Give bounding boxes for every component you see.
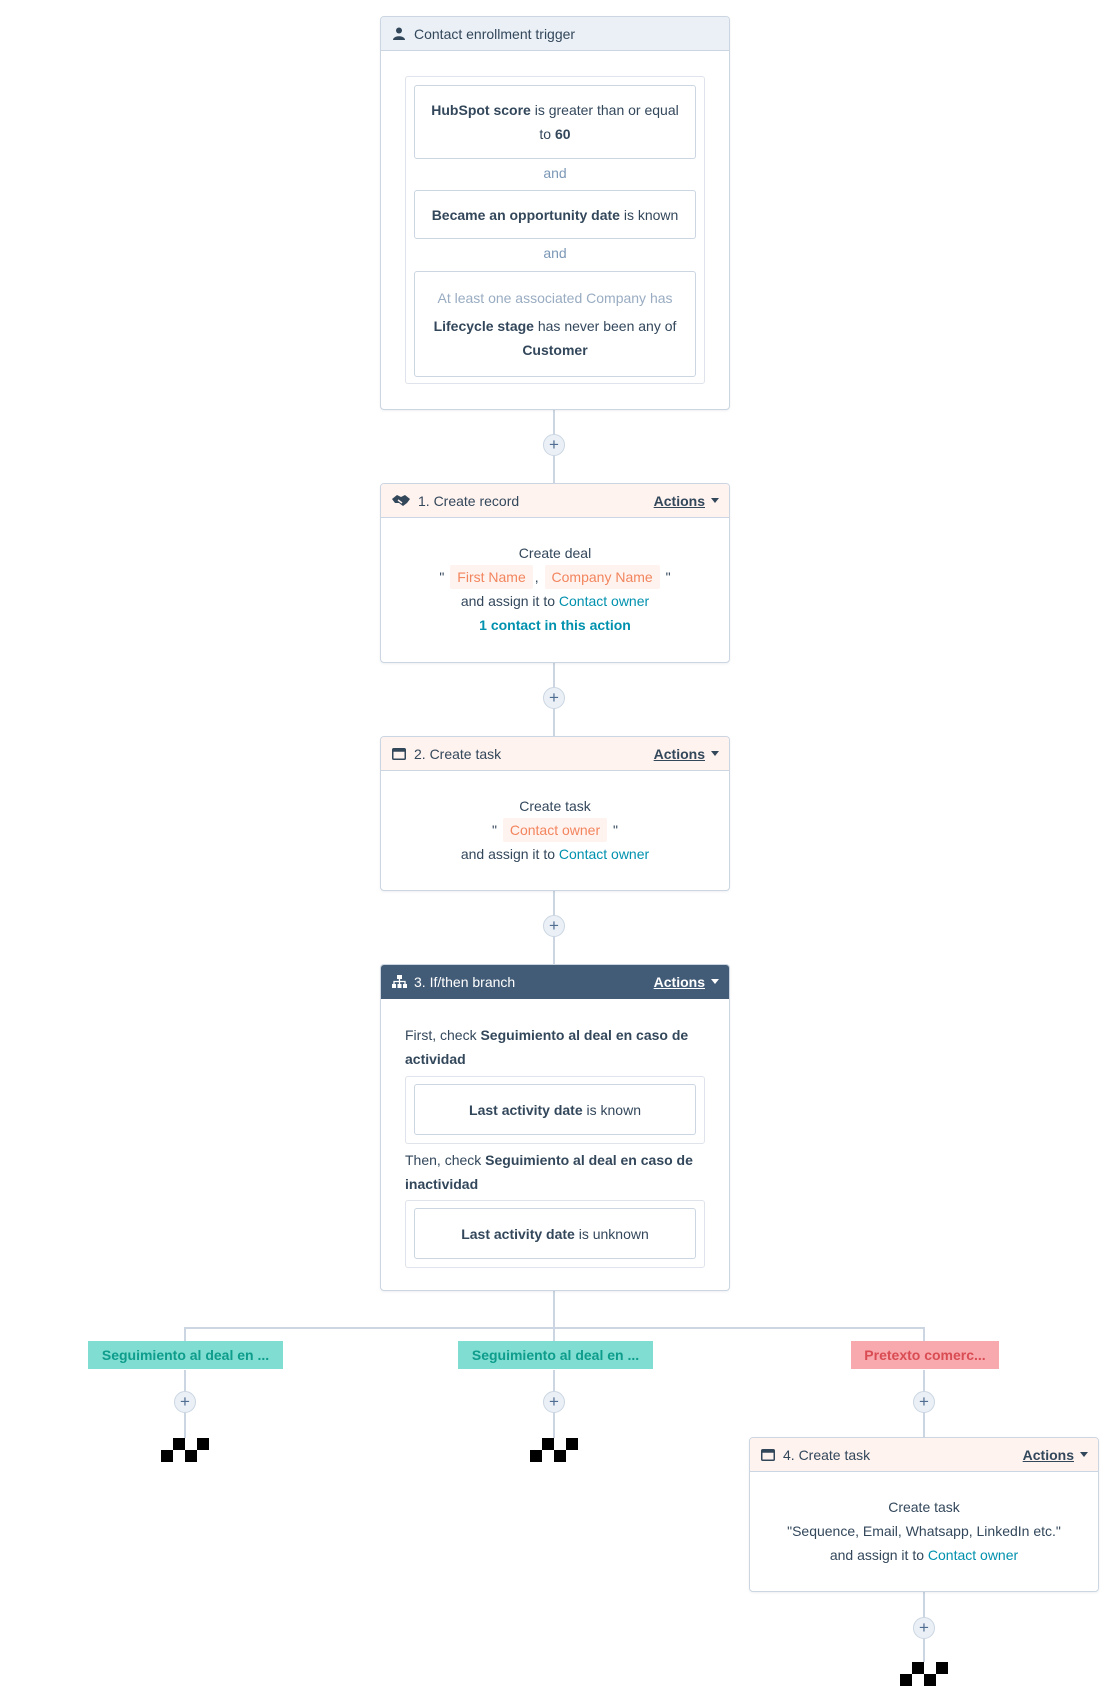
branch-label-inactivity[interactable]: Seguimiento al deal en ...	[458, 1341, 653, 1369]
condition-property: Last activity date	[461, 1225, 575, 1242]
contact-owner-link[interactable]: Contact owner	[927, 1547, 1019, 1563]
quote: "	[613, 822, 619, 838]
if-then-branch-card[interactable]: 3. If/then branch Actions First, check S…	[380, 964, 730, 1291]
actions-label: Actions	[653, 492, 705, 509]
enrollment-trigger-card[interactable]: Contact enrollment trigger HubSpot score…	[380, 16, 730, 410]
branch-condition-group	[405, 1076, 705, 1144]
branch-label-activity[interactable]: Seguimiento al deal en ...	[88, 1341, 283, 1369]
contact-icon	[391, 26, 407, 42]
step3-title: 3. If/then branch	[414, 973, 516, 990]
task-title: "Sequence, Email, Whatsapp, LinkedIn etc…	[787, 1523, 1061, 1539]
caret-down-icon	[1080, 1452, 1088, 1457]
step4-line: Create task	[888, 1499, 960, 1515]
trigger-header: Contact enrollment trigger	[381, 17, 729, 51]
step4-header: 4. Create task Actions	[750, 1438, 1098, 1472]
comma: ,	[534, 569, 539, 585]
and-separator: and	[543, 245, 567, 261]
company-name-token: Company Name	[544, 565, 660, 589]
and-separator: and	[543, 165, 567, 181]
add-action-button[interactable]: +	[543, 1391, 565, 1413]
caret-down-icon	[711, 498, 719, 503]
step3-header: 3. If/then branch Actions	[381, 965, 729, 999]
caret-down-icon	[711, 751, 719, 756]
filter-property: HubSpot score	[431, 102, 531, 118]
trigger-filter-opportunity-date[interactable]: Became an opportunity date is known	[414, 190, 696, 239]
first-name-token: First Name	[450, 565, 533, 589]
end-flag-icon	[161, 1438, 209, 1462]
trigger-filter-hubspot-score[interactable]: HubSpot score is greater than or equal t…	[414, 85, 696, 159]
branch-label-text: Seguimiento al deal en ...	[471, 1347, 640, 1363]
condition-operator: is unknown	[578, 1225, 649, 1242]
trigger-filter-lifecycle-stage[interactable]: At least one associated Company has Life…	[414, 271, 696, 377]
condition-property: Last activity date	[469, 1101, 583, 1118]
branch-label-text: Pretexto comerc...	[864, 1347, 986, 1363]
then-branch-name: Seguimiento al deal en caso de inactivid…	[405, 1152, 693, 1192]
step4-title: 4. Create task	[783, 1446, 871, 1463]
filter-property: Became an opportunity date	[431, 206, 620, 223]
filter-value: Customer	[522, 342, 588, 358]
contact-owner-link[interactable]: Contact owner	[558, 846, 650, 862]
step4-actions-menu[interactable]: Actions	[1023, 1447, 1088, 1463]
branch-condition-known[interactable]: Last activity date is known	[414, 1084, 696, 1135]
create-task-card[interactable]: 2. Create task Actions Create task " Con…	[380, 736, 730, 891]
actions-label: Actions	[653, 745, 705, 762]
filter-operator: has never been any of	[537, 318, 677, 334]
end-flag-icon	[900, 1662, 948, 1686]
quote: "	[491, 822, 497, 838]
first-branch-name: Seguimiento al deal en caso de actividad	[405, 1027, 689, 1067]
assign-text: and assign it to	[829, 1547, 924, 1563]
step1-line: Create deal	[518, 545, 592, 561]
step1-actions-menu[interactable]: Actions	[654, 493, 719, 509]
then-check-text: Then, check	[405, 1152, 482, 1168]
step2-title: 2. Create task	[414, 745, 502, 762]
quote: "	[439, 569, 445, 585]
assign-text: and assign it to	[460, 846, 555, 862]
quote: "	[665, 569, 671, 585]
add-action-button[interactable]: +	[913, 1391, 935, 1413]
connector-line	[553, 1290, 555, 1328]
step1-header: 1. Create record Actions	[381, 484, 729, 518]
actions-label: Actions	[653, 973, 705, 990]
add-action-button[interactable]: +	[543, 434, 565, 456]
create-task-card-4[interactable]: 4. Create task Actions Create task "Sequ…	[749, 1437, 1099, 1592]
condition-operator: is known	[586, 1101, 641, 1118]
handshake-icon	[391, 493, 411, 509]
step3-actions-menu[interactable]: Actions	[654, 974, 719, 990]
branch-label-none-met[interactable]: Pretexto comerc...	[851, 1341, 999, 1369]
first-check-text: First, check	[405, 1027, 477, 1043]
contact-owner-link[interactable]: Contact owner	[558, 593, 650, 609]
add-action-button[interactable]: +	[174, 1391, 196, 1413]
assign-text: and assign it to	[460, 593, 555, 609]
task-icon	[391, 746, 407, 762]
step2-header: 2. Create task Actions	[381, 737, 729, 771]
branch-icon	[391, 974, 407, 990]
task-icon	[760, 1447, 776, 1463]
branch-condition-group	[405, 1200, 705, 1268]
branch-condition-unknown[interactable]: Last activity date is unknown	[414, 1208, 696, 1259]
add-action-button[interactable]: +	[543, 687, 565, 709]
add-action-button[interactable]: +	[913, 1617, 935, 1639]
branch-label-text: Seguimiento al deal en ...	[101, 1347, 270, 1363]
connector-line	[184, 1327, 186, 1341]
connector-line	[553, 1327, 555, 1341]
end-flag-icon	[530, 1438, 578, 1462]
create-record-card[interactable]: 1. Create record Actions Create deal " F…	[380, 483, 730, 663]
filter-operator: is known	[623, 206, 679, 223]
step2-actions-menu[interactable]: Actions	[654, 746, 719, 762]
filter-association: At least one associated Company has	[437, 290, 673, 306]
connector-line	[923, 1327, 925, 1341]
caret-down-icon	[711, 979, 719, 984]
filter-value: 60	[555, 126, 571, 142]
filter-property: Lifecycle stage	[433, 318, 534, 334]
add-action-button[interactable]: +	[543, 915, 565, 937]
trigger-title: Contact enrollment trigger	[414, 25, 576, 42]
contact-owner-token: Contact owner	[502, 818, 608, 842]
step1-title: 1. Create record	[418, 492, 520, 509]
trigger-filter-group	[405, 76, 705, 384]
contacts-in-action-link[interactable]: 1 contact in this action	[479, 617, 631, 633]
step2-line: Create task	[519, 798, 591, 814]
filter-operator: is greater than or equal to	[534, 102, 679, 142]
actions-label: Actions	[1022, 1446, 1074, 1463]
